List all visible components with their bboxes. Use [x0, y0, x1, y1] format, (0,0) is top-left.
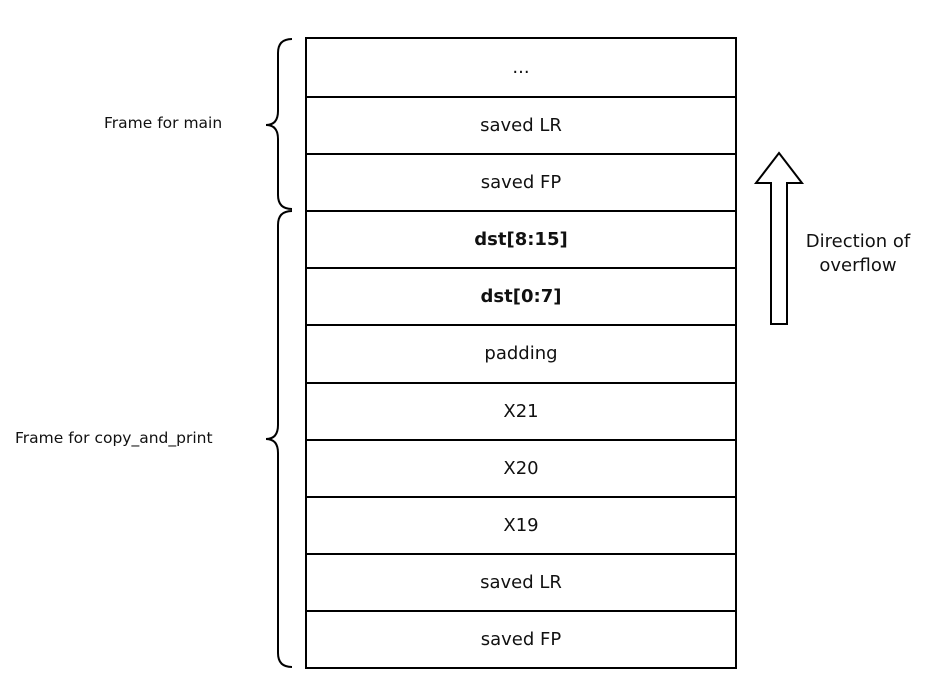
- stack-cell: saved FP: [307, 609, 735, 667]
- stack-cell: ...: [512, 57, 530, 79]
- stack-cell: X21: [307, 381, 735, 439]
- frame-label-copy-and-print: Frame for copy_and_print: [15, 429, 213, 447]
- stack-cell: dst[0:7]: [307, 267, 735, 324]
- overflow-direction-line1: Direction of: [805, 231, 911, 252]
- frame-label-main: Frame for main: [104, 114, 223, 132]
- overflow-direction-line2: overflow: [819, 255, 897, 276]
- stack-cell: saved LR: [307, 552, 735, 610]
- up-arrow-icon: [753, 151, 805, 325]
- overflow-direction-label: Direction of overflow: [796, 230, 920, 278]
- stack-cell: X20: [307, 438, 735, 496]
- brace-main-icon: [265, 38, 293, 210]
- stack-cell: saved LR: [307, 96, 735, 153]
- stack-cell: saved FP: [307, 153, 735, 210]
- stack-cell: X19: [307, 495, 735, 553]
- stack-cell: padding: [307, 324, 735, 381]
- stack-cell: dst[8:15]: [307, 210, 735, 267]
- brace-copy-icon: [265, 210, 293, 668]
